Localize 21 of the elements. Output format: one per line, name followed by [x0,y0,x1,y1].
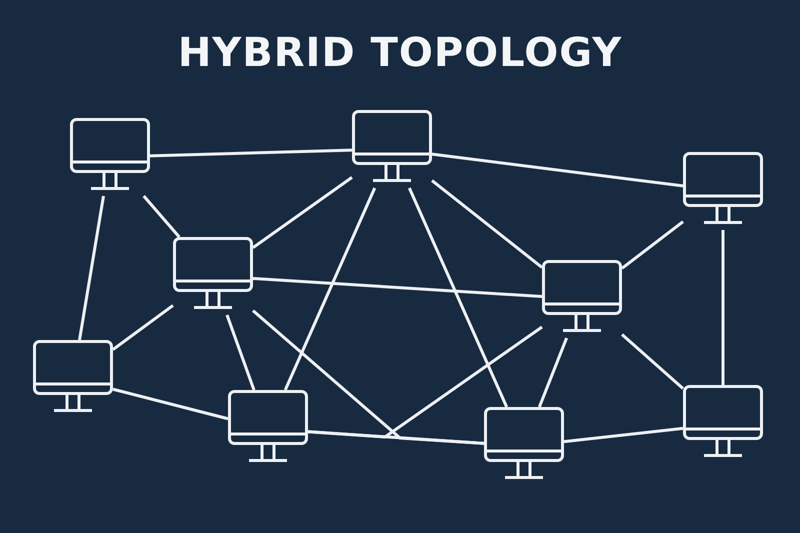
diagram-title: HYBRID TOPOLOGY [176,30,624,76]
connection-line [564,426,684,444]
connection-line [150,148,352,158]
connection-line [621,220,684,270]
connection-line [308,430,484,445]
connection-line [142,195,180,238]
connection-line [226,314,256,390]
connection-line [78,196,105,340]
connection-line [112,304,174,351]
connection-line [621,333,684,390]
connection-line [722,230,724,385]
connection-line [252,176,353,249]
connection-line [408,187,508,408]
connection-line [308,326,543,439]
connection-line [252,277,542,298]
connection-line [431,179,543,269]
connection-line [112,388,228,420]
connection-line [284,187,376,391]
connection-line [432,152,684,188]
connection-line [538,337,568,408]
connection-line [252,310,484,445]
